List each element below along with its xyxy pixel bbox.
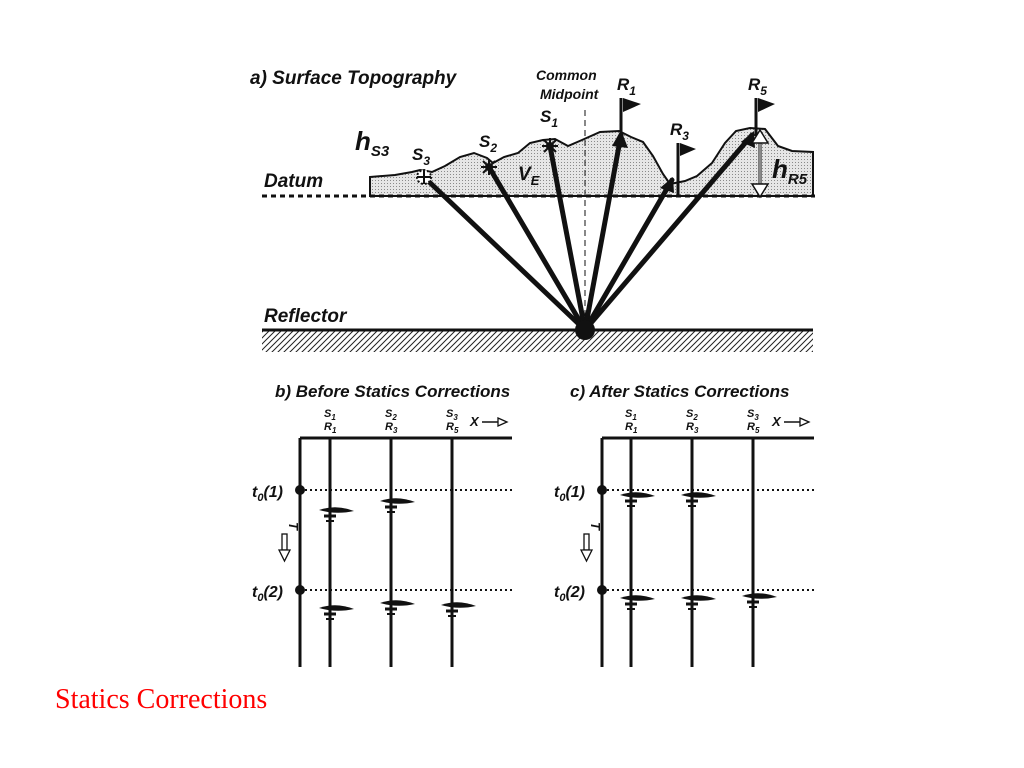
panel-c-trace-2-source: S2: [686, 408, 698, 422]
source-shot-s1: [542, 138, 558, 154]
panel-c-wavelet-3-event-2: [742, 593, 777, 608]
panel-c-wavelet-2-event-2: [681, 595, 716, 610]
panel-c-trace-3-receiver: R5: [747, 421, 760, 435]
panel-c-x-axis-label: X: [771, 414, 782, 429]
source-elevation-label: hS3: [355, 126, 390, 160]
panel-c: c) After Statics Corrections t0(1) t0(2)…: [554, 382, 814, 667]
panel-b-wavelet-3-event-2: [441, 602, 476, 617]
panel-c-time-arrow: [579, 533, 594, 563]
receiver-label-r1: R1: [617, 75, 636, 98]
receiver-label-r3: R3: [670, 120, 689, 143]
panel-c-time-axis-label: T: [588, 522, 603, 531]
receiver-flag-r1: [619, 98, 641, 140]
panel-c-trace-2-receiver: R3: [686, 421, 699, 435]
panel-b-t0-1-dot: [295, 485, 305, 495]
panel-b-wavelet-2-event-1: [380, 498, 415, 513]
ray-s2: [486, 164, 588, 333]
datum-label: Datum: [264, 171, 323, 192]
panel-c-trace-1-receiver: R1: [625, 421, 638, 435]
panel-c-title: c) After Statics Corrections: [570, 382, 789, 401]
panel-b-time-axis-label: T: [286, 522, 301, 531]
panel-b-t0-2-dot: [295, 585, 305, 595]
source-label-s3: S3: [412, 145, 430, 168]
panel-b-trace-1-source: S1: [324, 408, 336, 422]
panel-b-trace-2-receiver: R3: [385, 421, 398, 435]
panel-b-trace-2-source: S2: [385, 408, 397, 422]
cmp-label-line2: Midpoint: [540, 86, 600, 102]
panel-a-title: a) Surface Topography: [250, 68, 458, 89]
ray-s1: [547, 143, 588, 333]
panel-b-trace-3-receiver: R5: [446, 421, 459, 435]
panel-b-time-arrow: [277, 533, 292, 563]
ray-paths: [421, 132, 755, 333]
panel-b-x-axis-label: X: [469, 414, 480, 429]
surface-topography: [369, 126, 814, 197]
ray-r3-arrowhead: [660, 177, 674, 193]
source-label-s1: S1: [540, 107, 558, 130]
receiver-flag-r3: [676, 143, 696, 197]
panel-b-trace-1-receiver: R1: [324, 421, 337, 435]
reflection-point: [575, 320, 595, 340]
panel-c-x-arrow: [784, 416, 811, 428]
panel-c-trace-3-source: S3: [747, 408, 759, 422]
panel-b-t0-2-label: t0(2): [252, 584, 283, 604]
ray-r3: [582, 177, 675, 333]
panel-b: b) Before Statics Corrections t0(1) t0(2…: [252, 382, 512, 667]
panel-b-wavelet-2-event-2: [380, 600, 415, 615]
receiver-label-r5: R5: [748, 75, 767, 98]
panel-c-t0-1-dot: [597, 485, 607, 495]
panel-c-wavelet-2-event-1: [681, 492, 716, 507]
source-shot-s2: [481, 159, 497, 175]
slide-caption: Statics Corrections: [55, 684, 268, 715]
panel-b-title: b) Before Statics Corrections: [275, 382, 510, 401]
source-label-s2: S2: [479, 132, 497, 155]
receiver-elevation-label: hR5: [772, 154, 808, 188]
receiver-elevation-arrow: [750, 128, 770, 199]
ray-r5: [582, 132, 755, 333]
panel-a: a) Surface Topography Datum Common Midpo…: [250, 67, 815, 352]
reflector-label: Reflector: [264, 306, 348, 327]
panel-c-wavelet-1-event-2: [620, 595, 655, 610]
ray-r1: [582, 132, 624, 333]
source-shot-s3: [416, 169, 432, 185]
panel-c-trace-1-source: S1: [625, 408, 637, 422]
panel-b-trace-3-source: S3: [446, 408, 458, 422]
panel-c-t0-2-label: t0(2): [554, 584, 585, 604]
panel-c-t0-2-dot: [597, 585, 607, 595]
panel-b-t0-1-label: t0(1): [252, 484, 283, 504]
ray-s3: [421, 174, 588, 333]
reflector-hatch: [262, 330, 813, 352]
panel-b-wavelet-1-event-2: [319, 605, 354, 620]
cmp-label-line1: Common: [536, 67, 597, 83]
panel-b-x-arrow: [482, 416, 509, 428]
panel-b-wavelet-1-event-1: [319, 507, 354, 522]
velocity-label: VE: [518, 164, 540, 188]
receiver-flag-r5: [754, 98, 775, 136]
panel-c-t0-1-label: t0(1): [554, 484, 585, 504]
panel-c-wavelet-1-event-1: [620, 492, 655, 507]
